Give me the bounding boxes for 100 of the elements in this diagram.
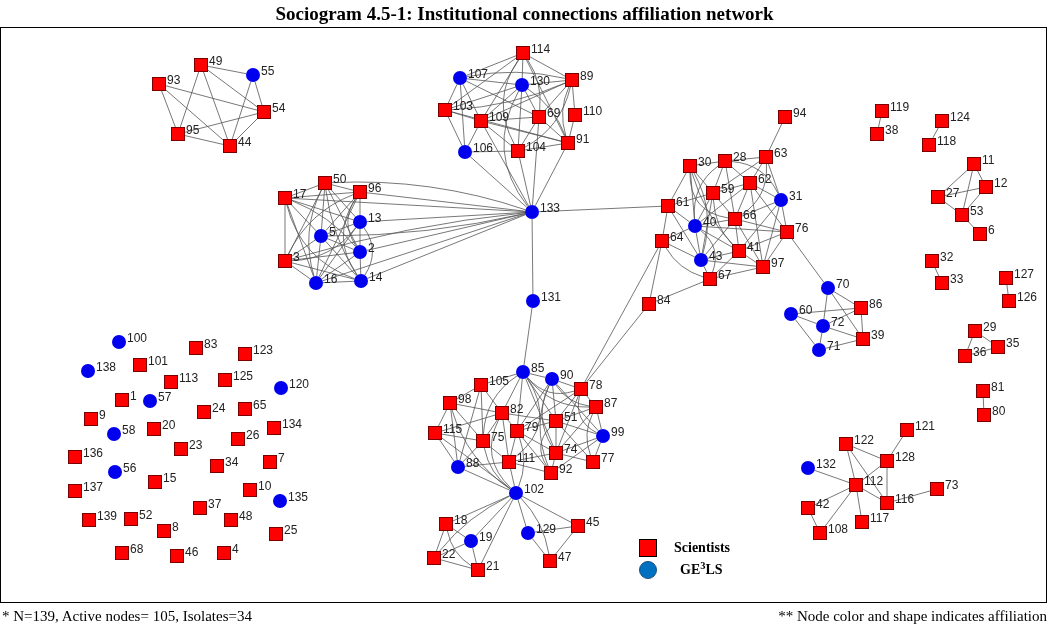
node-number: 97	[771, 256, 785, 270]
tie-line	[291, 262, 355, 280]
node-number: 79	[525, 420, 539, 434]
tie-line	[487, 126, 512, 146]
node-number: 7	[278, 451, 285, 465]
tie-line	[791, 238, 825, 283]
tie-line	[823, 294, 828, 320]
square-node	[968, 324, 982, 338]
tie-line	[555, 532, 573, 555]
node-number: 38	[885, 123, 899, 137]
node-number: 27	[946, 186, 960, 200]
square-node	[68, 484, 82, 498]
node-number: 107	[468, 67, 489, 81]
tie-line	[291, 199, 354, 221]
tie-line	[814, 469, 850, 483]
node-number: 4	[232, 542, 239, 556]
square-node	[543, 554, 557, 568]
square-node	[238, 402, 252, 416]
square-node	[967, 157, 981, 171]
tie-line	[502, 419, 509, 456]
tie-line	[674, 194, 707, 205]
square-node	[642, 297, 656, 311]
tie-line	[517, 499, 527, 527]
square-node	[801, 501, 815, 515]
square-node	[732, 244, 746, 258]
node-number: 58	[122, 423, 136, 437]
tie-line	[819, 332, 823, 344]
tie-line	[794, 319, 816, 345]
tie-line	[515, 453, 550, 462]
tie-line	[719, 184, 744, 192]
tie-line	[460, 84, 465, 146]
tie-line	[531, 538, 545, 555]
tie-line	[359, 228, 361, 246]
node-number: 8	[172, 520, 179, 534]
tie-line	[523, 307, 533, 366]
square-node	[925, 254, 939, 268]
tie-line	[450, 409, 458, 461]
footnote: * N=139, Active nodes= 105, Isolates=34	[2, 607, 252, 626]
tie-line	[558, 395, 579, 447]
node-number: 105	[489, 374, 510, 388]
square-node	[148, 475, 162, 489]
node-number: 66	[743, 208, 757, 222]
node-number: 32	[940, 250, 954, 264]
tie-line	[487, 89, 518, 116]
node-number: 71	[827, 339, 841, 353]
node-number: 55	[261, 64, 275, 78]
node-number: 25	[284, 523, 298, 537]
tie-line	[291, 252, 354, 261]
square-node	[278, 191, 292, 205]
square-node	[728, 212, 742, 226]
square-node	[471, 563, 485, 577]
node-number: 113	[179, 371, 199, 385]
tie-line	[716, 268, 757, 278]
node-number: 116	[895, 492, 915, 506]
square-node	[743, 176, 757, 190]
square-node	[210, 459, 224, 473]
node-number: 70	[836, 277, 850, 291]
node-number: 99	[611, 425, 625, 439]
tie-line	[321, 189, 325, 230]
tie-line	[439, 495, 511, 552]
tie-line	[466, 55, 517, 76]
tie-line	[179, 71, 200, 128]
tie-line	[184, 135, 224, 145]
tie-line	[518, 437, 525, 487]
node-number: 50	[333, 172, 347, 186]
node-number: 109	[489, 110, 510, 124]
tie-line	[529, 56, 566, 77]
square-node	[427, 551, 441, 565]
square-node	[991, 340, 1005, 354]
node-number: 63	[774, 146, 788, 160]
tie-line	[719, 161, 760, 189]
tie-line	[487, 117, 533, 121]
square-node	[439, 517, 453, 531]
node-number: 45	[586, 515, 600, 529]
tie-line	[767, 238, 783, 261]
tie-line	[671, 212, 698, 255]
tie-line	[330, 189, 356, 218]
tie-line	[586, 310, 644, 383]
tie-line	[713, 199, 733, 245]
square-node	[217, 546, 231, 560]
square-node	[561, 136, 575, 150]
tie-line	[331, 181, 526, 211]
node-number: 82	[510, 402, 524, 416]
square-node	[318, 176, 332, 190]
square-node	[780, 225, 794, 239]
tie-line	[540, 427, 550, 467]
square-node	[922, 138, 936, 152]
tie-line	[441, 433, 477, 441]
tie-line	[287, 204, 314, 277]
tie-line	[515, 377, 541, 457]
square-node	[532, 110, 546, 124]
square-node	[152, 77, 166, 91]
node-number: 15	[163, 471, 177, 485]
square-node	[197, 405, 211, 419]
tie-line	[541, 384, 553, 447]
square-node	[589, 400, 603, 414]
tie-line	[741, 163, 767, 215]
tie-line	[523, 434, 550, 450]
node-number: 62	[758, 172, 772, 186]
square-node	[495, 406, 509, 420]
